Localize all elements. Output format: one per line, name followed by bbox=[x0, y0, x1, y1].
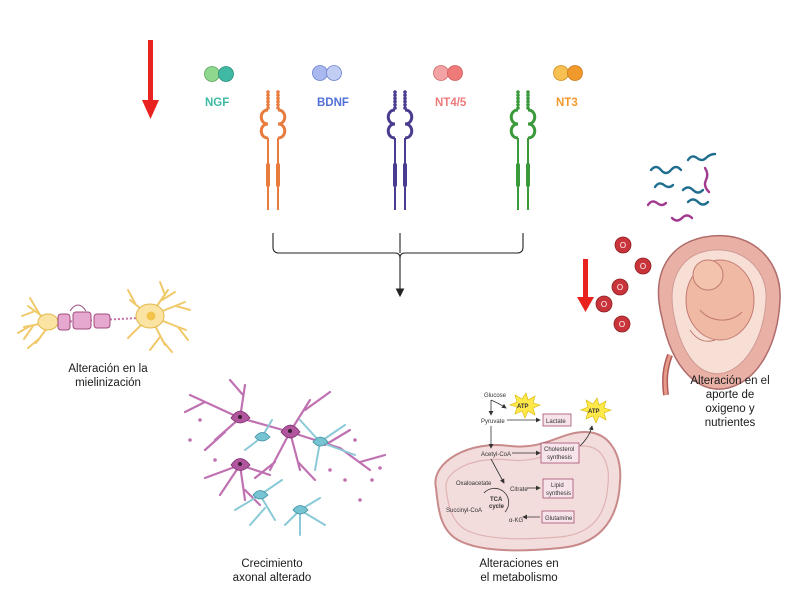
oxygen-symbol: O bbox=[617, 283, 623, 292]
neural-network-icon bbox=[183, 378, 387, 536]
ngf-label: NGF bbox=[205, 97, 229, 109]
ngf-dimer-icon bbox=[204, 66, 234, 82]
oxygen-molecule-icon: O bbox=[611, 278, 629, 296]
oxygen-line2: aporte de bbox=[706, 389, 755, 401]
trkc-receptor-icon bbox=[509, 90, 537, 210]
bdnf-dimer-icon bbox=[312, 65, 342, 81]
acetyl-coa-label: Acetyl-CoA bbox=[481, 452, 511, 458]
metabolism-line1: Alteraciones en bbox=[479, 558, 558, 570]
convergence-bracket bbox=[272, 233, 524, 298]
oxygen-molecule-icon: O bbox=[613, 315, 631, 333]
myelination-line2: mielinización bbox=[75, 377, 141, 389]
oxygen-molecule-icon: O bbox=[614, 236, 632, 254]
atp-label: ATP bbox=[588, 409, 600, 415]
atp-burst-icon: ATP bbox=[509, 392, 541, 419]
receptor-group bbox=[259, 90, 537, 210]
oxygen-molecule-icon: O bbox=[595, 295, 613, 313]
outcome-labels: Alteración en la mielinización Crecimien… bbox=[68, 363, 769, 584]
myelinated-neuron-icon bbox=[17, 281, 191, 353]
atp-burst-icon: ATP bbox=[580, 397, 612, 424]
oxaloacetate-label: Oxaloacetate bbox=[456, 481, 492, 487]
tca-label: TCA bbox=[490, 497, 503, 503]
oxygen-molecule-icon: O bbox=[634, 257, 652, 275]
a-kg-label: α-KG bbox=[509, 518, 523, 524]
cholesterol-line2: synthesis bbox=[547, 455, 572, 461]
metabolism-line2: el metabolismo bbox=[480, 572, 557, 584]
oxygen-line4: nutrientes bbox=[705, 417, 756, 429]
cycle-label: cycle bbox=[489, 504, 505, 510]
lipid-line1: Lipid bbox=[551, 483, 564, 489]
axonal-line1: Crecimiento bbox=[241, 558, 302, 570]
oxygen-symbol: O bbox=[601, 300, 607, 309]
oxygen-symbol: O bbox=[619, 320, 625, 329]
decrease-arrow-icon bbox=[142, 40, 159, 119]
decrease-arrow-icon bbox=[577, 259, 594, 312]
trka-receptor-icon bbox=[259, 90, 287, 210]
fetus-in-uterus-icon bbox=[657, 234, 781, 396]
glutamine-label: Glutamine bbox=[545, 516, 573, 522]
succinyl-coa-label: Succinyl-CoA bbox=[446, 508, 482, 514]
mitochondrion-icon bbox=[434, 430, 622, 552]
glucose-label: Glucose bbox=[484, 393, 507, 399]
nt45-dimer-icon bbox=[433, 65, 463, 81]
nutrients-icon bbox=[646, 152, 717, 222]
neuron-soma bbox=[230, 410, 301, 471]
axonal-line2: axonal alterado bbox=[233, 572, 312, 584]
oxygen-line1: Alteración en el bbox=[690, 375, 769, 387]
trkb-receptor-icon bbox=[386, 90, 414, 210]
metabolism-pathway: Glucose Pyruvate Acetyl-CoA Oxaloacetate… bbox=[446, 392, 612, 524]
oxygen-group: O O O O O bbox=[595, 236, 652, 333]
nt45-label: NT4/5 bbox=[435, 97, 467, 109]
cholesterol-line1: Cholesterol bbox=[544, 447, 574, 453]
myelination-line1: Alteración en la bbox=[68, 363, 148, 375]
nt3-dimer-icon bbox=[553, 65, 583, 81]
nt3-label: NT3 bbox=[556, 97, 578, 109]
lipid-line2: synthesis bbox=[546, 491, 571, 497]
oxygen-symbol: O bbox=[640, 262, 646, 271]
oxygen-line3: oxigeno y bbox=[705, 403, 754, 415]
oxygen-symbol: O bbox=[620, 241, 626, 250]
lactate-label: Lactate bbox=[546, 419, 566, 425]
atp-label: ATP bbox=[517, 404, 529, 410]
pyruvate-label: Pyruvate bbox=[481, 419, 505, 425]
bdnf-label: BDNF bbox=[317, 97, 349, 109]
citrate-label: Citrate bbox=[510, 487, 528, 493]
